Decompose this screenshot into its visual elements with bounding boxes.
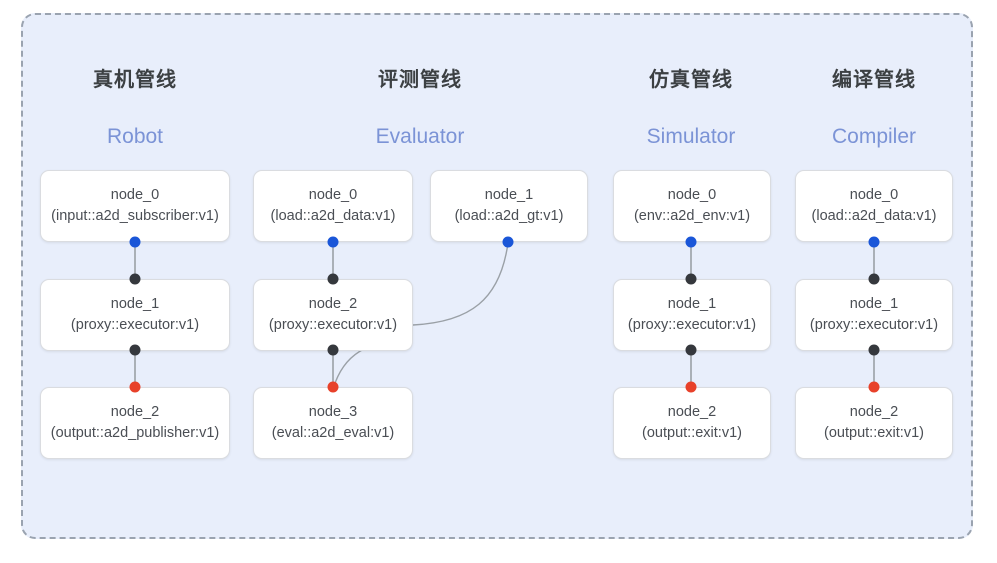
port-out-evaluator-gt[interactable] xyxy=(502,236,514,248)
column-title-en-simulator: Simulator xyxy=(646,125,736,148)
column-title-cn-robot: 真机管线 xyxy=(93,69,177,91)
port-out-evaluator-2[interactable] xyxy=(327,344,339,356)
port-out-evaluator-0[interactable] xyxy=(327,236,339,248)
node-simulator-1[interactable]: node_1 (proxy::executor:v1) xyxy=(613,279,771,351)
port-out-robot-0[interactable] xyxy=(129,236,141,248)
node-label-type: (output::exit:v1) xyxy=(642,425,742,441)
node-label-type: (proxy::executor:v1) xyxy=(809,317,939,333)
port-in-simulator-2[interactable] xyxy=(685,381,697,393)
port-in-robot-2[interactable] xyxy=(129,381,141,393)
node-label-name: node_1 xyxy=(484,186,534,203)
node-compiler-1[interactable]: node_1 (proxy::executor:v1) xyxy=(795,279,953,351)
node-label-type: (load::a2d_data:v1) xyxy=(811,208,937,224)
node-label-name: node_1 xyxy=(667,295,717,312)
port-out-simulator-0[interactable] xyxy=(685,236,697,248)
port-out-compiler-1[interactable] xyxy=(868,344,880,356)
column-title-cn-compiler: 编译管线 xyxy=(832,69,916,91)
node-label-name: node_3 xyxy=(308,403,358,420)
node-label-type: (input::a2d_subscriber:v1) xyxy=(51,208,219,224)
node-label-name: node_0 xyxy=(308,186,358,203)
column-title-cn-evaluator: 评测管线 xyxy=(378,69,462,91)
node-label-name: node_1 xyxy=(849,295,899,312)
port-in-evaluator-2[interactable] xyxy=(327,273,339,285)
node-label-type: (load::a2d_gt:v1) xyxy=(454,208,564,224)
node-label-name: node_0 xyxy=(667,186,717,203)
port-in-simulator-1[interactable] xyxy=(685,273,697,285)
node-label-type: (proxy::executor:v1) xyxy=(268,317,398,333)
node-label-name: node_0 xyxy=(110,186,160,203)
node-evaluator-3[interactable]: node_3 (eval::a2d_eval:v1) xyxy=(253,387,413,459)
node-evaluator-gt[interactable]: node_1 (load::a2d_gt:v1) xyxy=(430,170,588,242)
node-label-type: (proxy::executor:v1) xyxy=(70,317,200,333)
node-label-name: node_1 xyxy=(110,295,160,312)
node-label-type: (eval::a2d_eval:v1) xyxy=(271,425,395,441)
column-title-en-robot: Robot xyxy=(106,125,164,148)
node-label-name: node_2 xyxy=(667,403,717,420)
column-title-en-compiler: Compiler xyxy=(831,125,917,148)
node-compiler-2[interactable]: node_2 (output::exit:v1) xyxy=(795,387,953,459)
node-robot-0[interactable]: node_0 (input::a2d_subscriber:v1) xyxy=(40,170,230,242)
node-robot-1[interactable]: node_1 (proxy::executor:v1) xyxy=(40,279,230,351)
node-label-type: (env::a2d_env:v1) xyxy=(633,208,751,224)
port-out-robot-1[interactable] xyxy=(129,344,141,356)
node-evaluator-2[interactable]: node_2 (proxy::executor:v1) xyxy=(253,279,413,351)
node-label-type: (load::a2d_data:v1) xyxy=(270,208,396,224)
port-in-evaluator-3[interactable] xyxy=(327,381,339,393)
port-in-robot-1[interactable] xyxy=(129,273,141,285)
port-in-compiler-2[interactable] xyxy=(868,381,880,393)
port-out-simulator-1[interactable] xyxy=(685,344,697,356)
port-in-compiler-1[interactable] xyxy=(868,273,880,285)
node-evaluator-0[interactable]: node_0 (load::a2d_data:v1) xyxy=(253,170,413,242)
column-title-en-evaluator: Evaluator xyxy=(375,125,465,148)
node-robot-2[interactable]: node_2 (output::a2d_publisher:v1) xyxy=(40,387,230,459)
node-label-name: node_0 xyxy=(849,186,899,203)
port-out-compiler-0[interactable] xyxy=(868,236,880,248)
node-label-type: (output::exit:v1) xyxy=(824,425,924,441)
node-simulator-2[interactable]: node_2 (output::exit:v1) xyxy=(613,387,771,459)
node-label-name: node_2 xyxy=(110,403,160,420)
node-simulator-0[interactable]: node_0 (env::a2d_env:v1) xyxy=(613,170,771,242)
node-label-type: (proxy::executor:v1) xyxy=(627,317,757,333)
column-title-cn-simulator: 仿真管线 xyxy=(649,69,733,91)
node-compiler-0[interactable]: node_0 (load::a2d_data:v1) xyxy=(795,170,953,242)
node-label-type: (output::a2d_publisher:v1) xyxy=(50,425,220,441)
node-label-name: node_2 xyxy=(308,295,358,312)
node-label-name: node_2 xyxy=(849,403,899,420)
